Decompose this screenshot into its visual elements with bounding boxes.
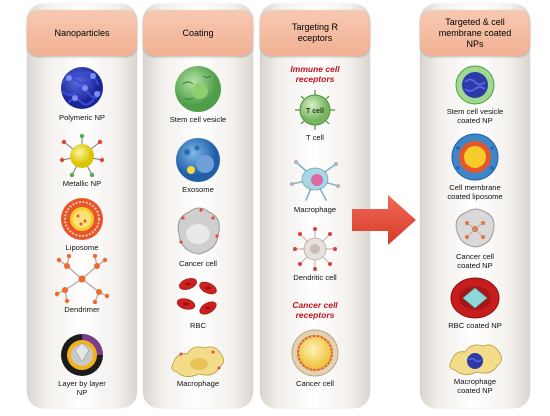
target-cancer-cell-label: Cancer cell bbox=[296, 379, 334, 388]
cancer-cell: Cancer cell bbox=[143, 204, 253, 268]
target-macrophage-icon bbox=[290, 160, 340, 201]
cancer-receptors-heading: Cancer cell receptors bbox=[292, 300, 338, 320]
cancer-cell-coated-np-label: Cancer cell coated NP bbox=[456, 252, 494, 270]
stem-cell-coated-np-icon bbox=[455, 65, 495, 105]
t-cell-inner-label: T cell bbox=[306, 108, 324, 115]
liposome-label: Liposome bbox=[65, 243, 99, 252]
coating-header: Coating bbox=[143, 10, 253, 56]
rbc-icon bbox=[176, 278, 217, 315]
cell-membrane-coated-liposome-label: Cell membrane coated liposome bbox=[447, 183, 503, 201]
macrophage-coated-np-label: Macrophage coated NP bbox=[453, 377, 497, 395]
cancer-cell-coated-np-icon bbox=[455, 208, 495, 248]
t-cell: T cell T cell bbox=[260, 88, 370, 142]
liposome: Liposome bbox=[27, 196, 137, 252]
rbc-label: RBC bbox=[189, 321, 207, 330]
rbc-coated-np: RBC coated NP bbox=[420, 276, 530, 330]
rbc: RBC bbox=[143, 274, 253, 330]
macrophage-coated-np: Macrophage coated NP bbox=[420, 342, 530, 395]
nanoparticles-header: Nanoparticles bbox=[27, 10, 137, 56]
metallic-np: Metallic NP bbox=[27, 134, 137, 188]
cancer-cell-icon bbox=[177, 207, 220, 255]
layer-np-icon bbox=[61, 334, 103, 376]
target-macrophage: Macrophage bbox=[260, 154, 370, 214]
arrow-right-icon bbox=[352, 195, 416, 245]
stem-cell-coated-np: Stem cell vesicle coated NP bbox=[420, 64, 530, 125]
target-cancer-cell-icon bbox=[291, 329, 339, 377]
dendritic-cell: Dendritic cell bbox=[260, 226, 370, 282]
layer-by-layer-np: Layer by layer NP bbox=[27, 332, 137, 397]
targeting-title: Targeting R eceptors bbox=[291, 22, 339, 43]
target-macrophage-label: Macrophage bbox=[293, 205, 337, 214]
cancer-cell-label: Cancer cell bbox=[179, 259, 217, 268]
immune-receptors-heading: Immune cell receptors bbox=[290, 64, 340, 84]
targeted-column: Targeted & cell membrane coated NPs Stem… bbox=[420, 4, 530, 408]
stem-cell-coated-np-label: Stem cell vesicle coated NP bbox=[446, 107, 504, 125]
liposome-icon bbox=[61, 198, 103, 240]
coating-column: Coating Stem cell vesicle Exosome Cancer… bbox=[143, 4, 253, 408]
dendrimer: Dendrimer bbox=[27, 254, 137, 314]
exosome: Exosome bbox=[143, 136, 253, 194]
targeted-header: Targeted & cell membrane coated NPs bbox=[420, 10, 530, 56]
nanoparticles-column: Nanoparticles Polymeric NP Metallic bbox=[27, 4, 137, 408]
stem-cell-vesicle-icon bbox=[175, 66, 221, 112]
targeting-header: Targeting R eceptors bbox=[260, 10, 370, 56]
nanoparticles-title: Nanoparticles bbox=[54, 27, 110, 38]
metallic-np-label: Metallic NP bbox=[62, 179, 102, 188]
polymeric-np: Polymeric NP bbox=[27, 64, 137, 122]
exosome-label: Exosome bbox=[182, 185, 214, 194]
rbc-coated-np-label: RBC coated NP bbox=[448, 321, 502, 330]
targeting-column: Targeting R eceptors Immune cell recepto… bbox=[260, 4, 370, 408]
cell-membrane-coated-liposome: Cell membrane coated liposome bbox=[420, 132, 530, 201]
target-cancer-cell: Cancer cell bbox=[260, 328, 370, 388]
coating-title: Coating bbox=[182, 27, 214, 38]
rbc-coated-np-icon bbox=[450, 277, 500, 319]
dendrimer-icon bbox=[55, 254, 109, 304]
t-cell-icon: T cell bbox=[295, 90, 335, 130]
stem-cell-vesicle: Stem cell vesicle bbox=[143, 64, 253, 124]
macrophage-coated-np-icon bbox=[449, 344, 502, 375]
metallic-np-icon bbox=[59, 134, 105, 178]
polymeric-np-icon bbox=[61, 67, 103, 109]
macrophage: Macrophage bbox=[143, 342, 253, 388]
layer-by-layer-np-label: Layer by layer NP bbox=[58, 379, 106, 397]
dendrimer-label: Dendrimer bbox=[64, 305, 100, 314]
exosome-icon bbox=[176, 138, 220, 182]
macrophage-icon bbox=[171, 346, 224, 377]
cancer-cell-coated-np: Cancer cell coated NP bbox=[420, 207, 530, 270]
cell-membrane-coated-liposome-icon bbox=[451, 133, 499, 181]
stem-cell-vesicle-label: Stem cell vesicle bbox=[169, 115, 227, 124]
polymeric-np-label: Polymeric NP bbox=[59, 113, 105, 122]
targeted-title: Targeted & cell membrane coated NPs bbox=[438, 16, 512, 49]
t-cell-label: T cell bbox=[305, 133, 324, 142]
macrophage-label: Macrophage bbox=[176, 379, 220, 388]
dendritic-cell-label: Dendritic cell bbox=[293, 273, 337, 282]
dendritic-cell-icon bbox=[293, 227, 337, 271]
